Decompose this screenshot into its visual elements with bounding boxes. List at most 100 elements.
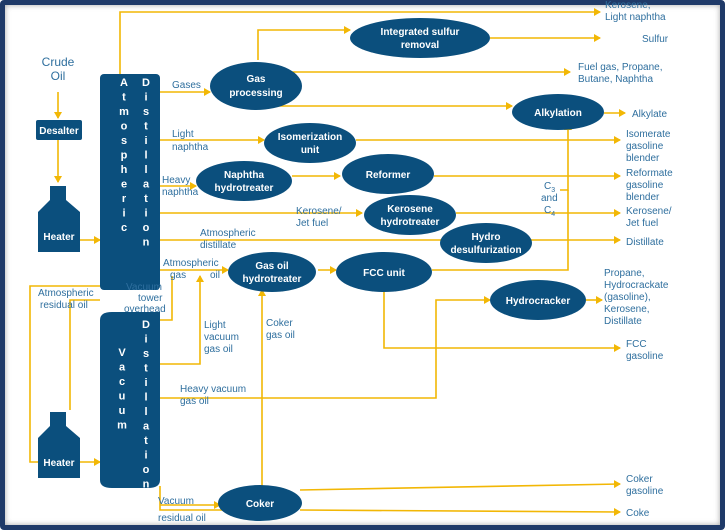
desalter-box: [36, 120, 82, 140]
heavy-naphtha-label-2: naphtha: [162, 187, 199, 198]
vac-residual-label-2: residual oil: [158, 513, 206, 524]
vacuum-column: [100, 312, 160, 488]
atm-gas-oil-label-3: oil: [210, 270, 220, 281]
alkylation-label: Alkylation: [534, 108, 582, 119]
flow-coke: [299, 507, 621, 516]
vac-overhead-label-2: tower: [138, 293, 163, 304]
vac-residual-label-1: Vacuum: [158, 496, 194, 507]
c4-label: C4: [544, 205, 555, 218]
flow-atm-residual-vac: [69, 299, 100, 410]
gases-label: Gases: [172, 80, 201, 91]
kerosene-jet-product-label-1: Kerosene/: [626, 206, 672, 217]
flow-heavy-vac-gas-oil: [160, 296, 491, 399]
hydrocracker-unit: [490, 280, 586, 320]
product-labels: Kerosene, Light naphtha Sulfur Fuel gas,…: [578, 0, 673, 519]
crude-label-2: Oil: [51, 69, 66, 83]
gas-processing-unit: [210, 62, 302, 110]
gas-processing-label-1: Gas: [247, 74, 266, 85]
kerosene-jet-label-1: Kerosene/: [296, 206, 342, 217]
heavy-vac-gas-oil-label-1: Heavy vacuum: [180, 384, 246, 395]
gas-oil-hydrotreater-label-1: Gas oil: [255, 261, 289, 272]
isomerization-label-2: unit: [301, 145, 320, 156]
heater-label: Heater: [43, 232, 74, 243]
atmospheric-column: [100, 74, 160, 290]
hydrodesulfurization-label-2: desulfurization: [450, 245, 521, 256]
crude-label-1: Crude: [42, 55, 75, 69]
flow-fcc-gasoline: [383, 290, 621, 352]
flow-light-vac-gas-oil: [160, 275, 204, 365]
vacuum-heater-shape: [38, 412, 80, 478]
coker-unit: [218, 485, 302, 521]
naphtha-hydrotreater-label-2: hydrotreater: [215, 183, 274, 194]
light-naphtha-label-1: Light: [172, 129, 194, 140]
flow-atm-residual: [29, 285, 108, 466]
atm-gas-oil-label-1: Atmospheric: [163, 258, 219, 269]
sulfur-removal-label-2: removal: [401, 40, 440, 51]
coker-gasoline-label-2: gasoline: [626, 486, 664, 497]
kerosene-hydrotreater-label-2: hydrotreater: [381, 217, 440, 228]
flow-vac-overhead: [160, 276, 173, 321]
hydrocrackate-label-2: Hydrocrackate: [604, 280, 669, 291]
and-label: and: [541, 193, 558, 204]
kerosene-jet-product-label-2: Jet fuel: [626, 218, 658, 229]
reformer-unit: [342, 154, 434, 194]
isomerization-unit: [264, 123, 356, 163]
flow-fcc-light-ends: [432, 190, 569, 271]
fcc-unit: [336, 252, 432, 292]
kerosene-hydrotreater-label-1: Kerosene: [387, 204, 433, 215]
distillate-label: Distillate: [626, 237, 664, 248]
sulfur-removal-unit: [350, 18, 490, 58]
flow-c3-c4: [560, 123, 572, 191]
alkylation-unit: [512, 94, 604, 130]
hydrocracker-label: Hydrocracker: [506, 296, 571, 307]
fuel-gas-label-2: Butane, Naphtha: [578, 74, 653, 85]
coke-label: Coke: [626, 508, 650, 519]
hydrocrackate-label-1: Propane,: [604, 268, 645, 279]
flow-coker-gasoline: [299, 480, 621, 491]
coker-label: Coker: [246, 499, 274, 510]
hydrocrackate-label-3: (gasoline),: [604, 292, 651, 303]
gas-oil-hydrotreater-unit: [228, 252, 316, 292]
hydrocrackate-label-4: Kerosene,: [604, 304, 650, 315]
flow-lines: [29, 8, 626, 516]
reformate-label-2: gasoline: [626, 180, 664, 191]
gas-processing-label-2: processing: [229, 88, 282, 99]
isomerate-label-3: blender: [626, 153, 660, 164]
light-vac-gas-oil-label-2: vacuum: [204, 332, 239, 343]
isomerate-label-1: Isomerate: [626, 129, 671, 140]
kerosene-light-naphtha-label-2: Light naphtha: [605, 12, 666, 23]
desalter-label: Desalter: [39, 126, 79, 137]
atm-distillate-label-1: Atmospheric: [200, 228, 256, 239]
kerosene-hydrotreater-unit: [364, 195, 456, 235]
sulfur-label: Sulfur: [642, 34, 669, 45]
alkylate-label: Alkylate: [632, 109, 667, 120]
reformate-label-3: blender: [626, 192, 660, 203]
fcc-gasoline-label-1: FCC: [626, 339, 647, 350]
atm-gas-oil-label-2: gas: [170, 270, 186, 281]
heater-shape: [38, 186, 80, 252]
fcc-gasoline-label-2: gasoline: [626, 351, 664, 362]
coker-gas-oil-label-1: Coker: [266, 318, 293, 329]
light-vac-gas-oil-label-3: gas oil: [204, 344, 233, 355]
gas-oil-hydrotreater-label-2: hydrotreater: [243, 274, 302, 285]
hydrodesulfurization-label-1: Hydro: [472, 232, 501, 243]
atm-residual-label-1: Atmospheric: [38, 288, 94, 299]
c3-label: C3: [544, 181, 555, 194]
naphtha-hydrotreater-label-1: Naphtha: [224, 170, 264, 181]
light-naphtha-label-2: naphtha: [172, 142, 209, 153]
light-vac-gas-oil-label-1: Light: [204, 320, 226, 331]
heavy-naphtha-label-1: Heavy: [162, 175, 190, 186]
fuel-gas-label-1: Fuel gas, Propane,: [578, 62, 663, 73]
vac-overhead-label-1: Vacuum: [126, 282, 162, 293]
hydrocrackate-label-5: Distillate: [604, 316, 642, 327]
heavy-vac-gas-oil-label-2: gas oil: [180, 396, 209, 407]
kerosene-light-naphtha-label-1: Kerosene,: [605, 0, 651, 11]
flow-to-sulfur-removal: [257, 26, 351, 60]
fcc-label: FCC unit: [363, 268, 405, 279]
naphtha-hydrotreater-unit: [196, 161, 292, 201]
